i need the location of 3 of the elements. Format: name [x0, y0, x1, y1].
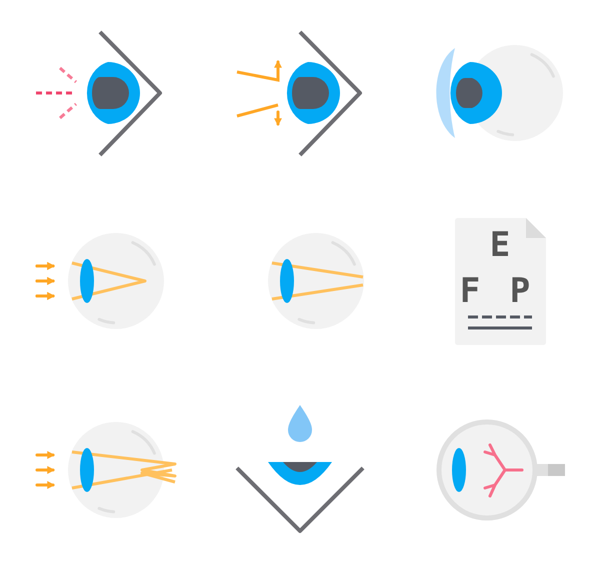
chart-letter: F: [458, 274, 482, 308]
chart-letter: E: [488, 228, 512, 262]
chart-letter: P: [508, 274, 532, 308]
